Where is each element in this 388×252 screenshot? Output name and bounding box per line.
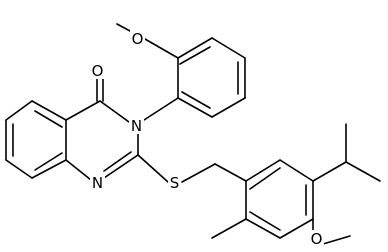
label-bg-o-methoxy-right (309, 230, 324, 247)
bond-bz-2 (5, 100, 33, 121)
bond-o-right-methyl (322, 235, 351, 245)
bond-bz-1 (31, 100, 67, 121)
bond-ph-5d (181, 91, 211, 109)
bond-ar-2 (279, 159, 314, 182)
atom-o-methoxy-right: O (311, 230, 323, 248)
bond-c2-n1-d (103, 151, 132, 172)
bond-ar-1 (245, 159, 281, 182)
label-bg-o-methoxy-top (130, 30, 145, 47)
bond-ar-5 (245, 218, 281, 239)
label-bg-n1 (90, 174, 105, 191)
atom-n1: N (92, 174, 103, 192)
bond-o-top-to-ring (144, 38, 179, 59)
bond-ph-1 (177, 37, 213, 59)
atom-o-methoxy-top: O (132, 30, 144, 48)
bond-ar-1d (249, 167, 281, 190)
bond-ph-2 (211, 37, 246, 59)
bond-methyl-top (116, 23, 131, 32)
atom-n3: N (131, 117, 142, 135)
atom-label-layer: O O N N S O (90, 30, 324, 248)
label-bg-o-carbonyl (90, 62, 105, 79)
bond-layer (5, 23, 381, 245)
atom-s: S (170, 174, 180, 192)
bond-ph-to-n3 (143, 97, 179, 121)
bond-ar-methyl (211, 218, 247, 239)
atom-o-carbonyl: O (92, 62, 104, 80)
bond-ar-5d (249, 211, 281, 231)
bond-bz-5 (31, 159, 67, 179)
bond-c2-n1 (103, 154, 139, 179)
bond-s-ch2 (181, 163, 216, 183)
bond-ar-ipr (312, 161, 347, 182)
bond-ph-1d (179, 46, 211, 65)
bond-ph-4 (211, 97, 246, 118)
bond-c4-n3 (99, 100, 130, 123)
bond-bz-4 (5, 159, 33, 179)
bond-ch2-ar (214, 163, 247, 182)
bond-ar-4 (279, 218, 314, 239)
label-bg-n3 (129, 117, 144, 134)
bond-n1-c8a (65, 159, 92, 181)
bond-c4a-c4 (65, 100, 101, 121)
bond-ipr-1 (345, 161, 381, 182)
bond-c2-s (137, 154, 169, 183)
bond-bz-1d (34, 110, 63, 128)
bond-ph-5 (177, 97, 213, 118)
label-bg-s (168, 174, 181, 191)
bond-bz-5d (34, 152, 63, 171)
